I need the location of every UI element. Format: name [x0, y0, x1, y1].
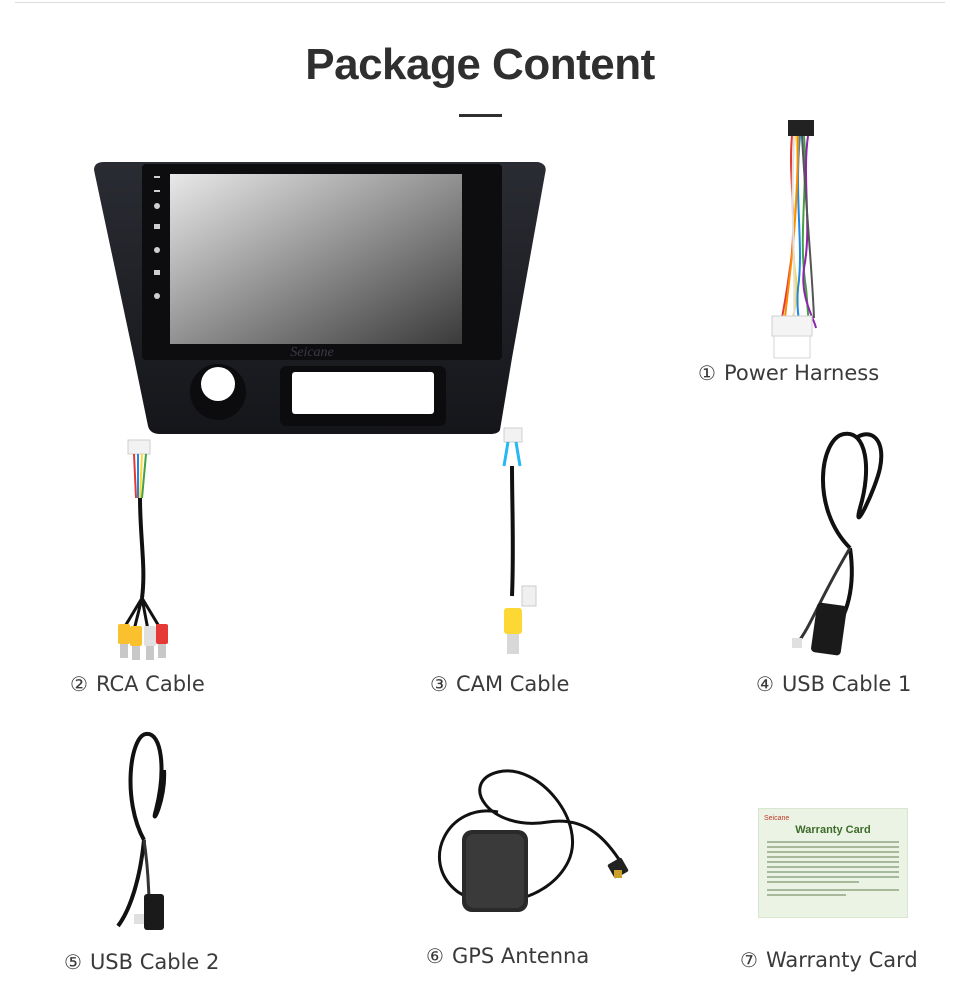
title-underline: [459, 114, 502, 117]
cam-cable-image: [496, 426, 546, 666]
usb-cable-1-image: [790, 428, 890, 660]
gps-antenna-image: [428, 752, 638, 918]
rca-cable-image: [112, 438, 176, 666]
warranty-card-image: Seicane Warranty Card: [758, 808, 908, 918]
top-divider: [15, 2, 945, 3]
head-unit-image: Seicane: [90, 158, 550, 438]
usb-cable-2-image: [110, 730, 180, 934]
page-title: Package Content: [305, 40, 655, 89]
warranty-card-body-text: [767, 841, 899, 899]
warranty-card-brand: Seicane: [764, 815, 790, 822]
power-harness-image: [768, 118, 828, 360]
brand-logo: Seicane: [290, 345, 334, 360]
warranty-card-title: Warranty Card: [795, 824, 871, 836]
